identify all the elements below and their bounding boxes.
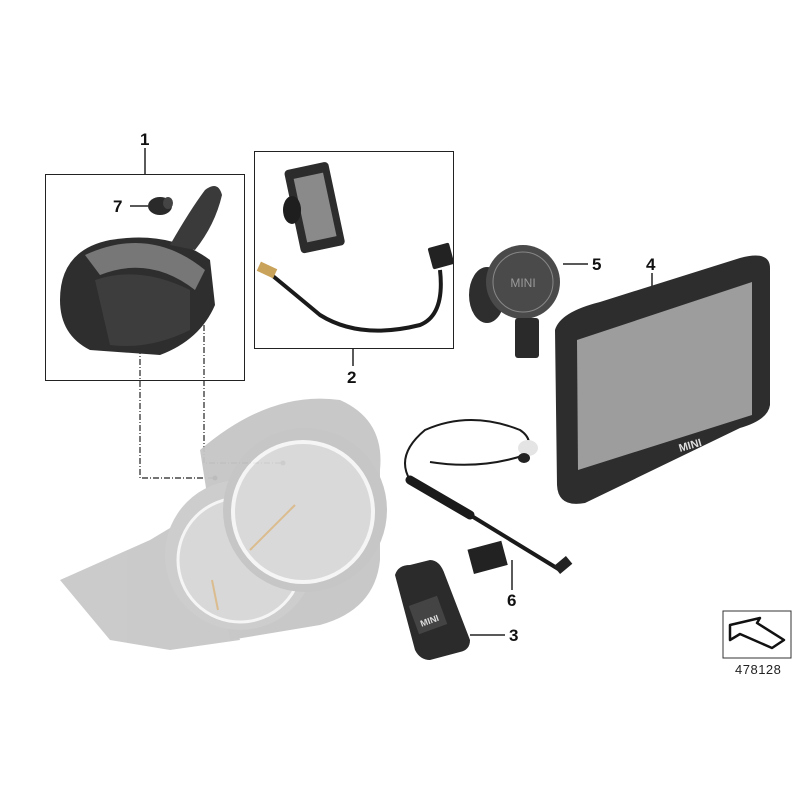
part-6-cable <box>404 419 573 574</box>
callout-2: 2 <box>347 368 357 387</box>
callout-5: 5 <box>592 255 602 274</box>
callout-7: 7 <box>113 197 123 216</box>
part-2-group-box <box>254 151 454 349</box>
instrument-cluster-ghost <box>60 398 387 650</box>
part-1-mount <box>60 186 222 355</box>
part-4-nav-device: MINI <box>555 255 770 504</box>
callout-1: 1 <box>140 130 150 149</box>
part-3-cradle: MINI <box>395 560 470 660</box>
diagram-number: 478128 <box>735 662 782 677</box>
callout-4: 4 <box>646 255 656 274</box>
callout-6: 6 <box>507 591 517 610</box>
part-7-screw <box>148 197 173 215</box>
callout-3: 3 <box>509 626 519 645</box>
part-1-group-box <box>45 174 245 381</box>
part-2-cradle-cable <box>256 162 455 333</box>
part-5-round-holder: MINI <box>469 245 560 358</box>
part-5-logo: MINI <box>510 276 535 290</box>
